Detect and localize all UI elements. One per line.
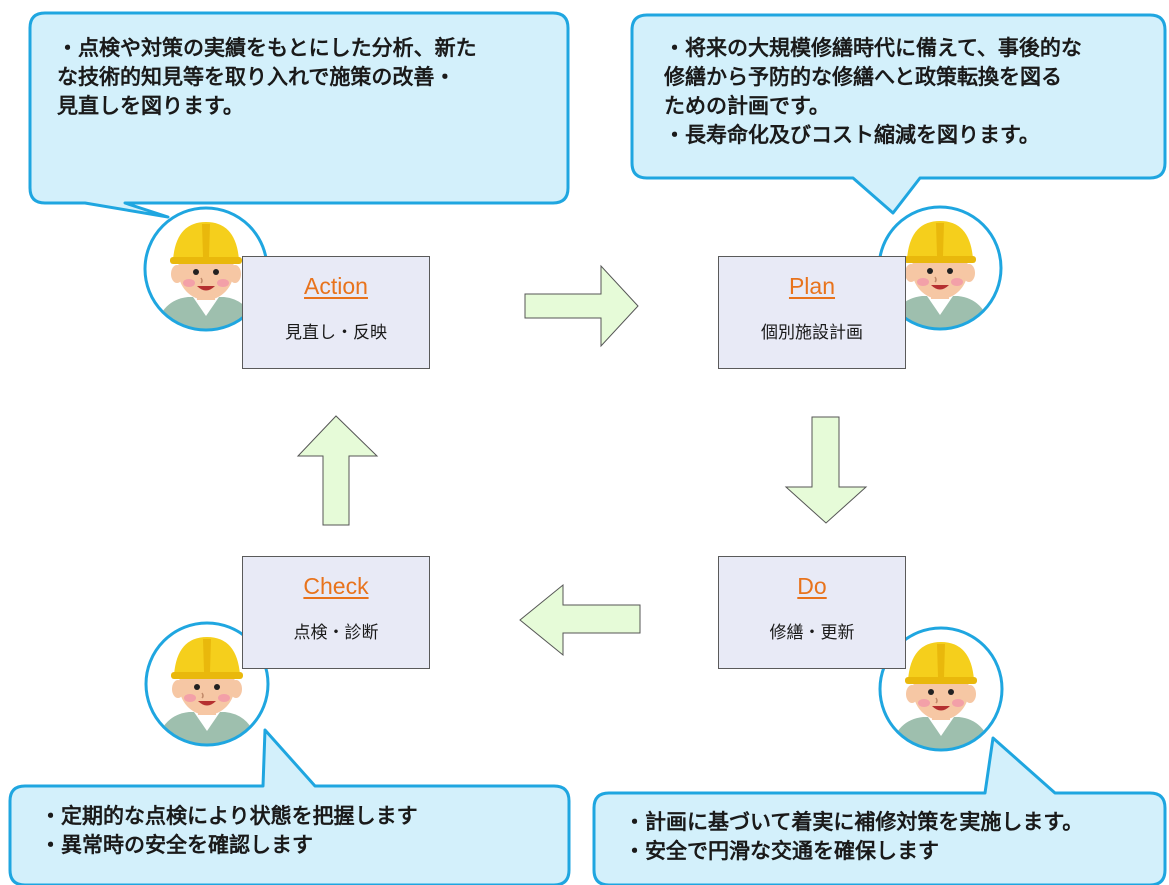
bubble-line: な技術的知見等を取り入れで施策の改善・ xyxy=(57,65,456,89)
do-subtitle: 修繕・更新 xyxy=(769,623,855,643)
worker-helmet-icon xyxy=(878,626,1004,752)
plan-subtitle: 個別施設計画 xyxy=(761,323,863,343)
bubble-line: 見直しを図ります。 xyxy=(57,94,244,118)
bubble-line: 修繕から予防的な修繕へと政策転換を図る xyxy=(664,65,1062,89)
arrow-down-icon xyxy=(784,416,868,524)
bubble-line: ・点検や対策の実績をもとにした分析、新た xyxy=(57,36,477,60)
bubble-line: ・定期的な点検により状態を把握します xyxy=(40,804,418,828)
bubble-line: ・安全で円滑な交通を確保します xyxy=(624,839,939,863)
arrow-right-icon xyxy=(524,264,639,348)
arrow-up-icon xyxy=(296,415,379,526)
check-title: Check xyxy=(303,573,369,599)
bubble-line: ・異常時の安全を確認します xyxy=(40,833,313,857)
do-box: Do 修繕・更新 xyxy=(718,556,906,669)
bubble-line: ための計画です。 xyxy=(664,94,830,118)
check-subtitle: 点検・診断 xyxy=(293,623,379,643)
action-bubble-text: ・点検や対策の実績をもとにした分析、新た な技術的知見等を取り入れで施策の改善・… xyxy=(57,34,477,121)
check-box: Check 点検・診断 xyxy=(242,556,430,669)
plan-box: Plan 個別施設計画 xyxy=(718,256,906,369)
bubble-line: ・計画に基づいて着実に補修対策を実施します。 xyxy=(624,810,1084,834)
plan-title: Plan xyxy=(788,273,836,299)
action-box: Action 見直し・反映 xyxy=(242,256,430,369)
do-bubble-text: ・計画に基づいて着実に補修対策を実施します。 ・安全で円滑な交通を確保します xyxy=(624,808,1083,866)
bubble-line: ・長寿命化及びコスト縮減を図ります。 xyxy=(664,123,1040,147)
worker-helmet-icon xyxy=(144,621,270,747)
action-subtitle: 見直し・反映 xyxy=(285,323,387,343)
check-bubble-text: ・定期的な点検により状態を把握します ・異常時の安全を確認します xyxy=(40,802,418,860)
action-title: Action xyxy=(304,273,368,299)
do-title: Do xyxy=(797,573,827,599)
action-speech-bubble xyxy=(28,11,570,219)
plan-bubble-text: ・将来の大規模修繕時代に備えて、事後的な 修繕から予防的な修繕へと政策転換を図る… xyxy=(664,34,1082,150)
bubble-line: ・将来の大規模修繕時代に備えて、事後的な xyxy=(664,36,1082,60)
arrow-left-icon xyxy=(519,583,641,657)
plan-speech-bubble xyxy=(630,13,1167,215)
